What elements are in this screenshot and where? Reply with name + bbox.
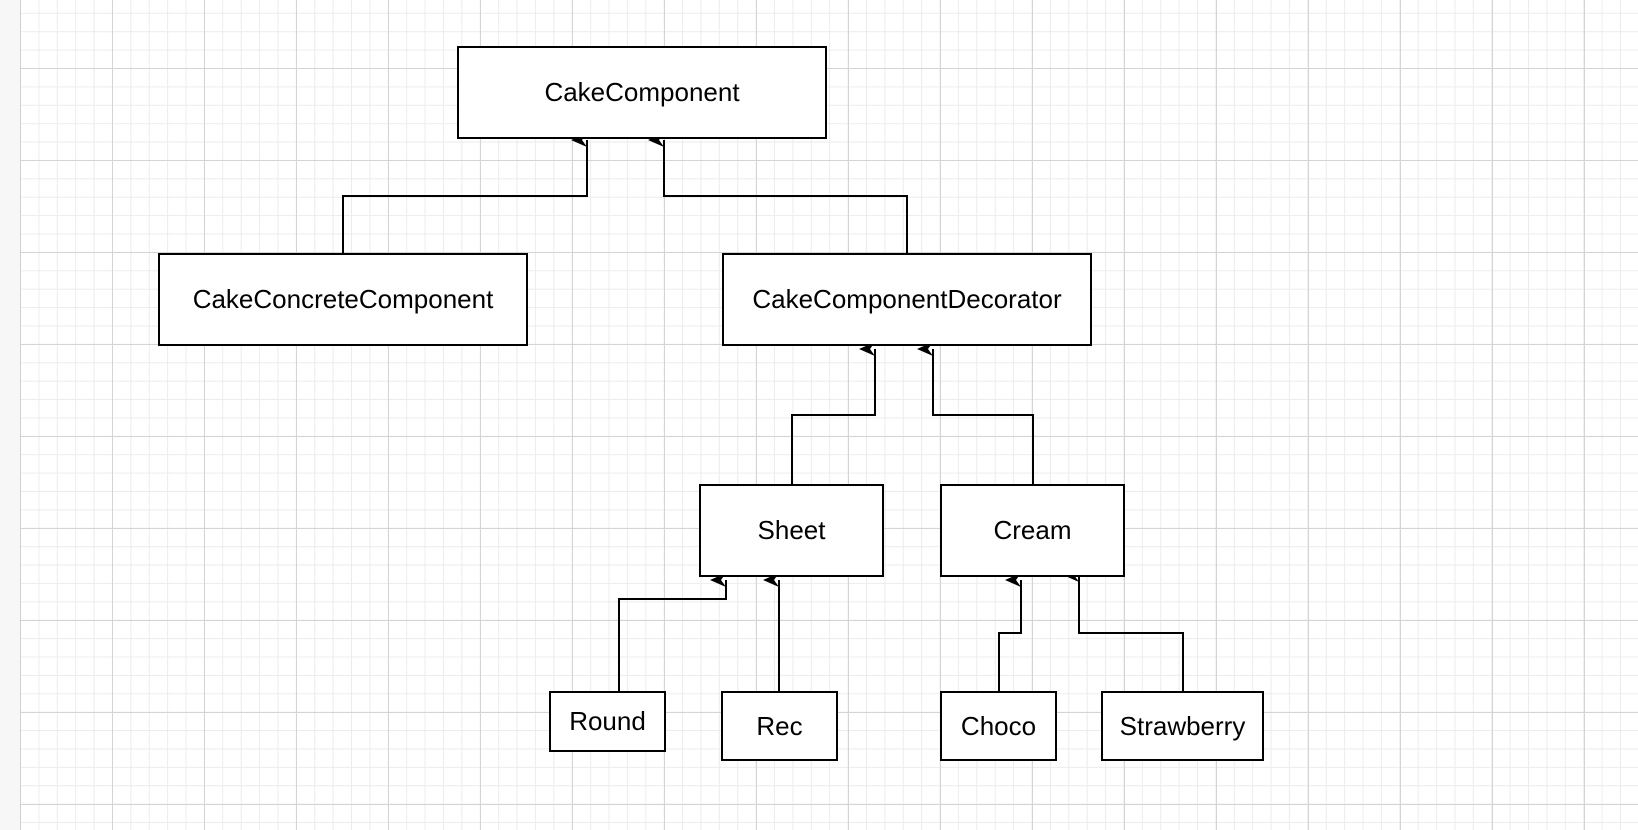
node-cake-concrete-component-label: CakeConcreteComponent	[192, 284, 494, 314]
node-rec-label: Rec	[756, 710, 803, 741]
node-round[interactable]: Round	[549, 691, 666, 752]
connector-cream-to-decorator	[917, 342, 1034, 484]
connector-sheet-to-decorator	[791, 342, 876, 484]
connector-round-to-sheet	[618, 573, 727, 691]
connector-decorator-to-component	[648, 133, 908, 253]
canvas-left-rail	[0, 0, 21, 830]
node-sheet[interactable]: Sheet	[699, 484, 884, 577]
node-round-label: Round	[569, 706, 646, 736]
connector-strawberry-to-cream	[1063, 568, 1184, 691]
connector-concrete-to-component	[342, 133, 588, 253]
node-strawberry-label: Strawberry	[1119, 710, 1246, 741]
node-cake-component-decorator[interactable]: CakeComponentDecorator	[722, 253, 1092, 346]
node-cake-component[interactable]: CakeComponent	[457, 46, 827, 139]
node-cake-component-decorator-label: CakeComponentDecorator	[752, 284, 1062, 314]
node-choco[interactable]: Choco	[940, 691, 1057, 761]
node-cake-component-label: CakeComponent	[544, 77, 740, 107]
node-cream[interactable]: Cream	[940, 484, 1125, 577]
node-strawberry[interactable]: Strawberry	[1101, 691, 1264, 761]
node-rec[interactable]: Rec	[721, 691, 838, 761]
node-sheet-label: Sheet	[757, 515, 826, 545]
node-choco-label: Choco	[960, 710, 1037, 741]
connector-choco-to-cream	[998, 573, 1022, 691]
node-cake-concrete-component[interactable]: CakeConcreteComponent	[158, 253, 528, 346]
node-cream-label: Cream	[993, 515, 1072, 545]
